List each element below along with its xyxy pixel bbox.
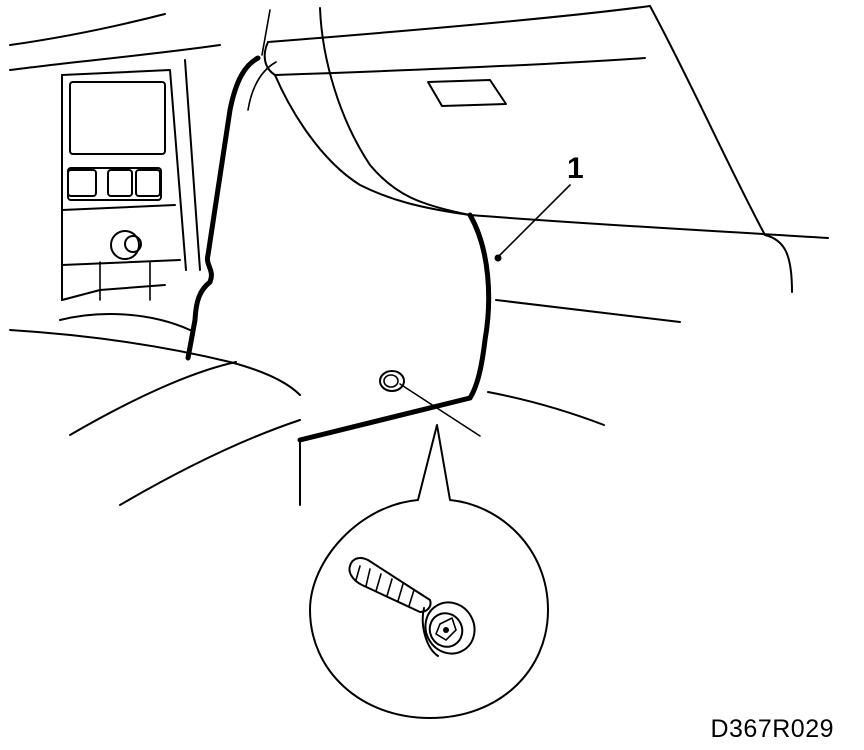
callout-1-label: 1 xyxy=(567,152,584,185)
screw-hole xyxy=(379,370,405,392)
figure-code: D367R029 xyxy=(710,715,834,743)
torx-screw-icon xyxy=(348,557,476,657)
screw-detail-bubble xyxy=(309,424,549,719)
center-console xyxy=(59,59,201,331)
door-seal-edge xyxy=(185,9,277,361)
side-trim-panel xyxy=(297,212,681,506)
seat-surface xyxy=(9,329,301,506)
callout-1: 1 xyxy=(494,152,584,262)
leader-dot xyxy=(494,254,502,262)
dashboard-top-edge xyxy=(9,5,829,293)
